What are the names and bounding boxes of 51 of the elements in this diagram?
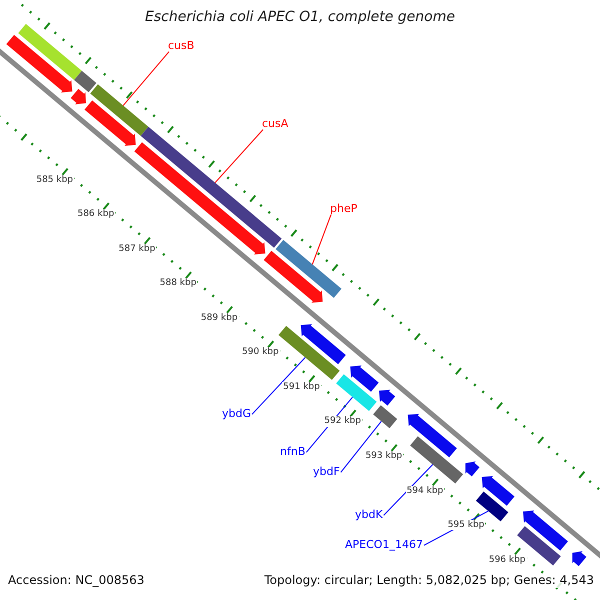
gene-label: nfnB bbox=[280, 446, 306, 459]
gene-bar bbox=[410, 436, 464, 484]
gene-bar bbox=[476, 492, 508, 522]
scale-label: 593 kbp bbox=[364, 450, 404, 462]
scale-label: 594 kbp bbox=[406, 486, 444, 496]
scale-label: 596 kbp bbox=[488, 554, 527, 565]
leader-line bbox=[252, 356, 306, 415]
gene-bar bbox=[278, 326, 340, 380]
gene-feature bbox=[134, 142, 266, 254]
gene-feature bbox=[482, 476, 514, 506]
scale-label: 589 kbp bbox=[200, 312, 239, 324]
gene-feature bbox=[350, 366, 379, 392]
leader-line bbox=[340, 420, 382, 473]
scale-label: 591 kbp bbox=[282, 382, 321, 392]
gene-feature bbox=[408, 414, 457, 458]
gene-label: ybdG bbox=[222, 408, 251, 421]
gene-label: APECO1_1467 bbox=[345, 539, 423, 552]
gene-bar bbox=[336, 374, 377, 411]
scale-label: 592 kbp bbox=[323, 416, 362, 427]
gene-feature bbox=[264, 250, 323, 303]
leader-line bbox=[383, 464, 434, 516]
gene-feature bbox=[70, 88, 86, 104]
gene-label: cusA bbox=[262, 118, 288, 131]
gene-bar bbox=[373, 405, 398, 428]
title: Escherichia coli APEC O1, complete genome bbox=[144, 9, 456, 26]
gene-feature bbox=[6, 34, 72, 92]
genome-stats-text: Topology: circular; Length: 5,082,025 bp; Genes: 4,543 bbox=[264, 574, 594, 588]
scale-label: 586 kbp bbox=[76, 209, 116, 220]
gene-bar bbox=[18, 24, 82, 80]
scale-label: 588 kbp bbox=[158, 278, 198, 289]
accession-text: Accession: NC_008563 bbox=[8, 574, 144, 588]
leader-line bbox=[122, 51, 170, 106]
gene-feature bbox=[300, 324, 346, 364]
gene-label: pheP bbox=[330, 203, 358, 216]
gene-feature bbox=[84, 100, 136, 146]
scale-label: 585 kbp bbox=[35, 174, 74, 186]
gene-bar bbox=[90, 84, 148, 136]
gene-bar bbox=[276, 240, 342, 298]
gene-label: ybdF bbox=[313, 466, 340, 479]
gene-feature bbox=[379, 390, 396, 406]
leader-line bbox=[214, 129, 264, 184]
gene-label: cusB bbox=[168, 40, 194, 53]
gene-bar bbox=[74, 70, 96, 92]
gene-feature bbox=[465, 461, 480, 476]
gene-label: ybdK bbox=[355, 509, 383, 522]
gene-feature bbox=[523, 510, 568, 551]
scale-label: 590 kbp bbox=[241, 347, 280, 358]
leader-line bbox=[312, 214, 332, 265]
gene-feature bbox=[572, 551, 586, 566]
scale-label: 587 kbp bbox=[118, 244, 156, 254]
scale-label: 595 kbp bbox=[446, 520, 486, 530]
